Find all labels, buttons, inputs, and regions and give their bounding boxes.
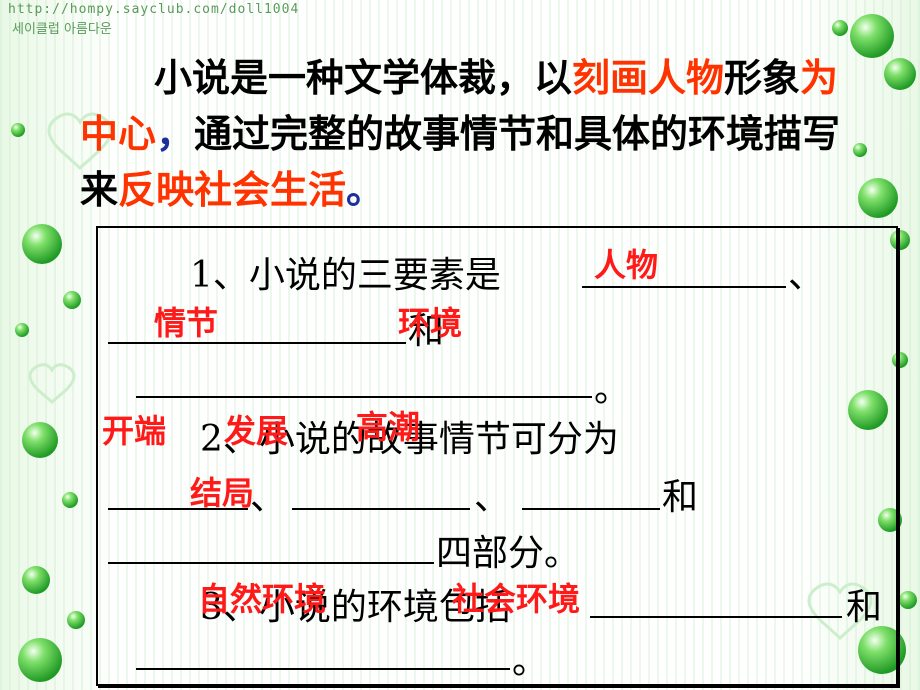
answer-blank[interactable]	[108, 562, 434, 564]
intro-punctuation: 。	[346, 168, 385, 212]
answer-plot: 情节	[154, 304, 219, 342]
answer-climax: 高潮	[356, 408, 421, 446]
question-1-text: 1、小说的三要素是	[190, 255, 501, 296]
answer-social-environment: 社会环境	[452, 580, 581, 618]
question-2-and: 和	[662, 477, 699, 518]
intro-text: 小说是一种文学体裁，以	[154, 56, 573, 100]
intro-punctuation: ，	[156, 112, 195, 156]
question-2-separator: 、	[474, 477, 511, 518]
question-2-end: 四部分。	[436, 533, 581, 574]
answer-blank[interactable]	[108, 508, 248, 510]
answer-blank[interactable]	[108, 342, 406, 344]
question-panel	[96, 226, 898, 686]
answer-beginning: 开端	[102, 412, 167, 450]
answer-blank[interactable]	[136, 668, 510, 670]
question-3-and: 和	[846, 587, 883, 628]
answer-blank[interactable]	[582, 286, 786, 288]
header-url: http://hompy.sayclub.com/doll1004	[8, 2, 300, 17]
heart-outline-icon	[28, 112, 873, 641]
question-1-end: 。	[594, 369, 631, 410]
question-1-separator: 、	[788, 255, 825, 296]
answer-blank[interactable]	[522, 508, 660, 510]
answer-blank[interactable]	[292, 508, 470, 510]
answer-ending: 结局	[190, 474, 255, 512]
question-3-end: 。	[512, 641, 549, 682]
question-1-and: 和	[408, 311, 445, 352]
intro-highlight: 为中心	[80, 56, 839, 156]
intro-highlight: 反映社会生活	[118, 168, 347, 212]
intro-text: 通过完整的故事情节和具体的环境描写来	[80, 112, 841, 212]
answer-characters: 人物	[594, 246, 659, 284]
header-subtitle: 세이클럽 아름다운	[12, 22, 112, 37]
question-3-text: 3、小说的环境包括	[200, 587, 511, 628]
question-2-separator: 、	[250, 477, 287, 518]
question-2-text: 2、小说的故事情节可分为	[200, 419, 619, 460]
answer-blank[interactable]	[136, 396, 592, 398]
intro-text: 形象	[724, 56, 801, 100]
answer-environment: 环境	[398, 304, 463, 342]
answer-natural-environment: 自然环境	[198, 580, 327, 618]
answer-blank[interactable]	[590, 616, 842, 618]
answer-development: 发展	[224, 412, 289, 450]
intro-paragraph: 小说是一种文学体裁，以刻画人物形象为中心，通过完整的故事情节和具体的环境描写来反…	[80, 50, 870, 218]
intro-highlight: 刻画人物	[572, 56, 725, 100]
bubble-icon	[11, 14, 917, 682]
